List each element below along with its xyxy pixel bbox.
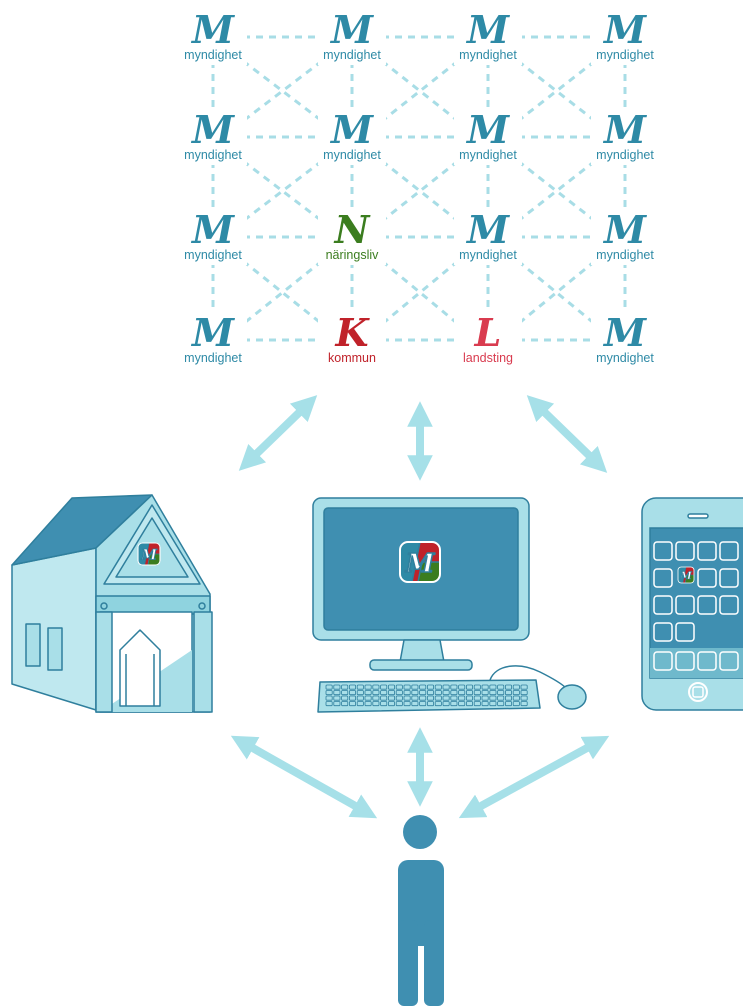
node-label: myndighet: [323, 148, 381, 162]
node-glyph: M: [465, 207, 510, 252]
node-glyph: M: [602, 310, 647, 355]
node-glyph: M: [190, 7, 235, 52]
node-glyph: M: [190, 310, 235, 355]
connection-line: [517, 259, 596, 326]
connection-line: [242, 59, 323, 123]
node-glyph: M: [190, 207, 235, 252]
network-connections: [211, 35, 627, 342]
connection-line: [242, 59, 323, 123]
node-glyph: N: [334, 207, 371, 252]
node-label: näringsliv: [326, 248, 380, 262]
node-label: myndighet: [184, 351, 242, 365]
connection-line: [242, 159, 323, 223]
node-label: myndighet: [596, 351, 654, 365]
connection-line: [517, 59, 596, 123]
node-label: myndighet: [459, 48, 517, 62]
arrow-network-phone: [526, 395, 608, 473]
connection-line: [381, 59, 459, 123]
app-logo-icon: [138, 543, 160, 565]
app-logo-icon: [678, 567, 694, 583]
node-label: myndighet: [459, 148, 517, 162]
node-label: myndighet: [184, 148, 242, 162]
node-glyph: K: [334, 310, 370, 355]
connection-line: [381, 259, 459, 326]
connection-line: [242, 159, 323, 223]
node-label: myndighet: [184, 248, 242, 262]
connection-line: [517, 159, 596, 223]
node-glyph: M: [465, 7, 510, 52]
node-label: myndighet: [184, 48, 242, 62]
person-icon: [398, 815, 444, 1006]
arrow-building-person: [230, 735, 378, 819]
node-label: myndighet: [323, 48, 381, 62]
connection-line: [381, 159, 459, 223]
node-glyph: M: [465, 107, 510, 152]
node-glyph: M: [329, 107, 374, 152]
connection-line: [242, 259, 323, 326]
connection-line: [517, 59, 596, 123]
connection-line: [242, 259, 323, 326]
node-glyph: L: [474, 310, 502, 355]
node-glyph: M: [329, 7, 374, 52]
network-nodes: MmyndighetMmyndighetMmyndighetMmyndighet…: [179, 7, 659, 368]
computer-icon: [312, 497, 587, 713]
node-label: myndighet: [596, 148, 654, 162]
connection-line: [517, 159, 596, 223]
node-label: myndighet: [459, 248, 517, 262]
arrow-phone-person: [458, 735, 610, 819]
connection-line: [381, 259, 459, 326]
connection-line: [517, 259, 596, 326]
node-label: myndighet: [596, 48, 654, 62]
node-glyph: M: [190, 107, 235, 152]
app-logo-icon: [400, 542, 440, 582]
node-glyph: M: [602, 107, 647, 152]
arrow-network-building: [238, 395, 318, 471]
connection-arrows: [230, 395, 610, 819]
node-label: myndighet: [596, 248, 654, 262]
node-glyph: M: [602, 7, 647, 52]
node-label: kommun: [328, 351, 376, 365]
connection-line: [381, 59, 459, 123]
connection-line: [381, 159, 459, 223]
node-glyph: M: [602, 207, 647, 252]
node-label: landsting: [463, 351, 513, 365]
building-icon: [11, 494, 213, 713]
smartphone-icon: [641, 497, 743, 711]
